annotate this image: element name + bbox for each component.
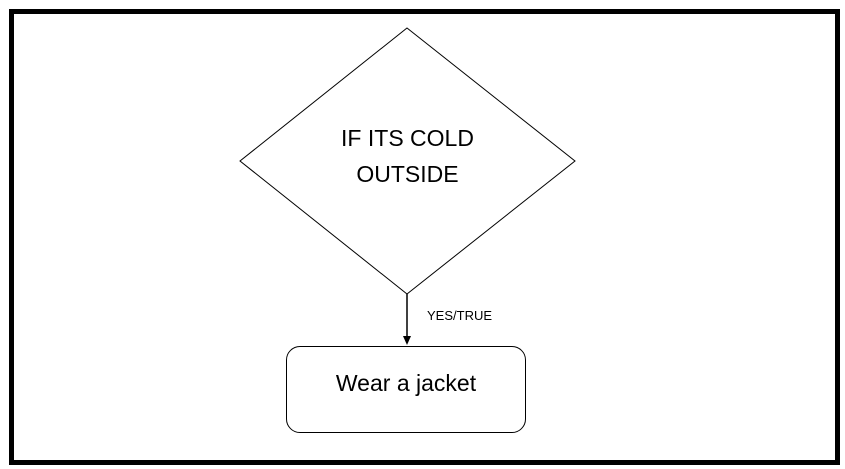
process-box: Wear a jacket bbox=[286, 346, 526, 433]
decision-label: IF ITS COLD OUTSIDE bbox=[300, 120, 515, 192]
process-label: Wear a jacket bbox=[335, 370, 477, 396]
diagram-frame bbox=[9, 9, 840, 465]
decision-label-line-1: IF ITS COLD bbox=[341, 125, 474, 151]
connector-arrowhead bbox=[403, 336, 411, 345]
edge-label-yes: YES/TRUE bbox=[427, 308, 493, 323]
decision-label-line-2: OUTSIDE bbox=[356, 161, 459, 187]
